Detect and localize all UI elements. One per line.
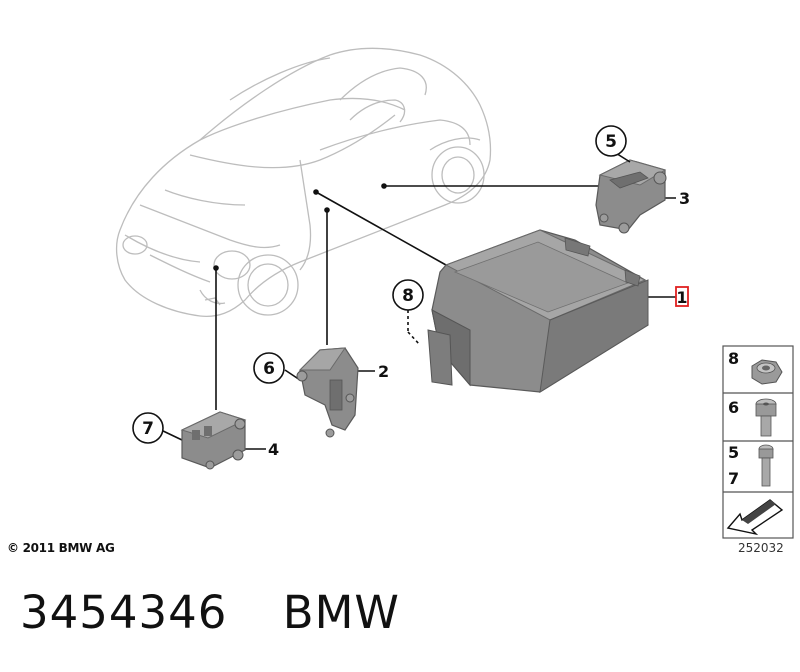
label-part-4: 4: [268, 440, 279, 459]
arrow-icon: [726, 499, 784, 536]
sensor-part-4: [180, 411, 247, 470]
label-part-3: 3: [679, 189, 690, 208]
legend-num-7: 7: [728, 469, 739, 488]
copyright-text: © 2011 BMW AG: [7, 541, 115, 555]
hex-nut-icon: [751, 359, 783, 385]
legend-num-5: 5: [728, 443, 739, 462]
svg-text:5: 5: [605, 132, 617, 152]
legend-num-8: 8: [728, 349, 739, 368]
long-bolt-icon: [758, 444, 774, 487]
brand-name: BMW: [282, 586, 400, 639]
svg-text:8: 8: [402, 286, 414, 306]
diagram-number: 252032: [738, 541, 784, 555]
callout-5: 5: [595, 125, 627, 157]
legend-num-6: 6: [728, 398, 739, 417]
callout-8: 8: [392, 279, 424, 311]
svg-text:6: 6: [263, 359, 275, 379]
hardware-legend: 8 6 5 7: [722, 345, 794, 539]
label-part-1-highlight: 1: [675, 286, 689, 307]
control-unit-part: [427, 229, 649, 393]
socket-head-bolt-icon: [755, 398, 777, 437]
car-outline: [115, 47, 492, 318]
callout-6: 6: [253, 352, 285, 384]
callout-7: 7: [132, 412, 164, 444]
svg-text:7: 7: [142, 419, 154, 439]
svg-text:1: 1: [676, 288, 687, 307]
part-number: 3454346: [20, 586, 228, 639]
footer-caption: 3454346 BMW: [20, 586, 400, 639]
sensor-part-3: [595, 149, 667, 234]
sensor-part-2: [296, 347, 359, 438]
label-part-2: 2: [378, 362, 389, 381]
